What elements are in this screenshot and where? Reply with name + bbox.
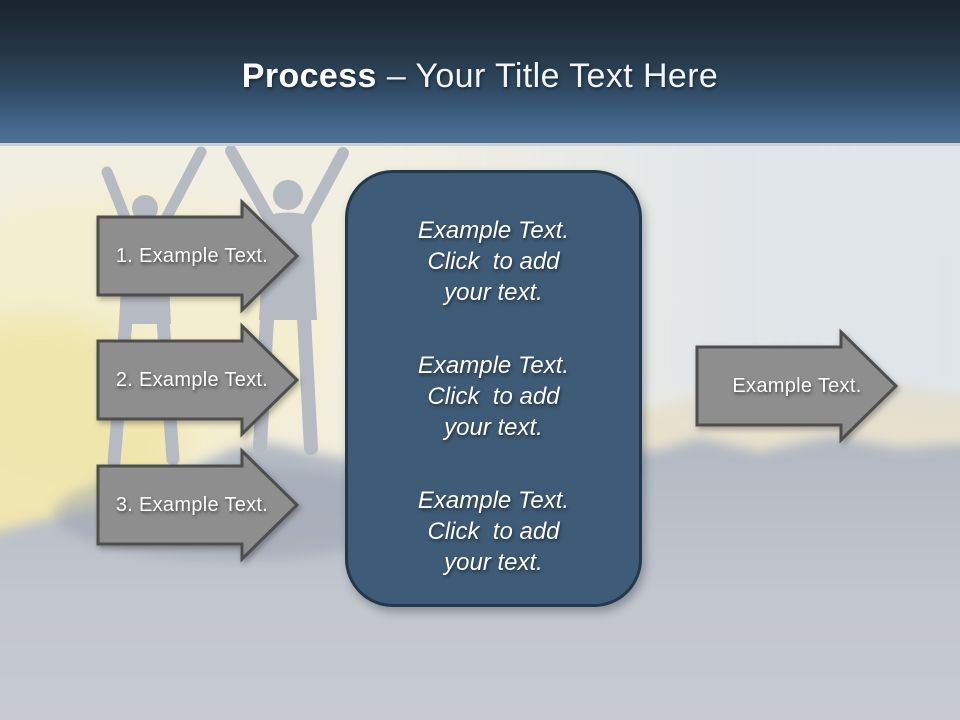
arrow-shape <box>96 198 300 314</box>
panel-text-block-2[interactable]: Example Text. Click to add your text. <box>417 352 570 441</box>
slide-title[interactable]: Process– Your Title Text Here <box>242 57 719 96</box>
panel-text-block-1[interactable]: Example Text. Click to add your text. <box>417 217 570 306</box>
person-1-head <box>132 195 158 221</box>
arrow-2-label: 2. Example Text. <box>115 368 269 391</box>
arrow-1-label: 1. Example Text. <box>115 244 269 267</box>
person-2-head <box>273 180 303 210</box>
title-bar: Process– Your Title Text Here <box>0 0 960 143</box>
panel-text-block-3[interactable]: Example Text. Click to add your text. <box>417 487 570 576</box>
process-arrow-2[interactable]: 2. Example Text. <box>96 322 300 438</box>
title-keyword: Process <box>241 57 377 95</box>
arrow-shape <box>96 447 300 563</box>
output-arrow-label: Example Text. <box>732 374 862 397</box>
arrow-3-label: 3. Example Text. <box>115 493 269 516</box>
process-arrow-output[interactable]: Example Text. <box>695 328 899 444</box>
title-subtitle: – Your Title Text Here <box>386 57 719 95</box>
person-2-leg-right <box>297 311 318 455</box>
arrow-shape <box>96 322 300 438</box>
content-panel[interactable]: Example Text. Click to add your text. Ex… <box>345 170 642 607</box>
process-arrow-3[interactable]: 3. Example Text. <box>96 447 300 563</box>
process-arrow-1[interactable]: 1. Example Text. <box>96 198 300 314</box>
person-2-arm-right <box>300 147 349 228</box>
arrow-shape <box>695 328 899 444</box>
header-divider <box>0 143 960 146</box>
person-2-arm-left <box>225 146 277 228</box>
